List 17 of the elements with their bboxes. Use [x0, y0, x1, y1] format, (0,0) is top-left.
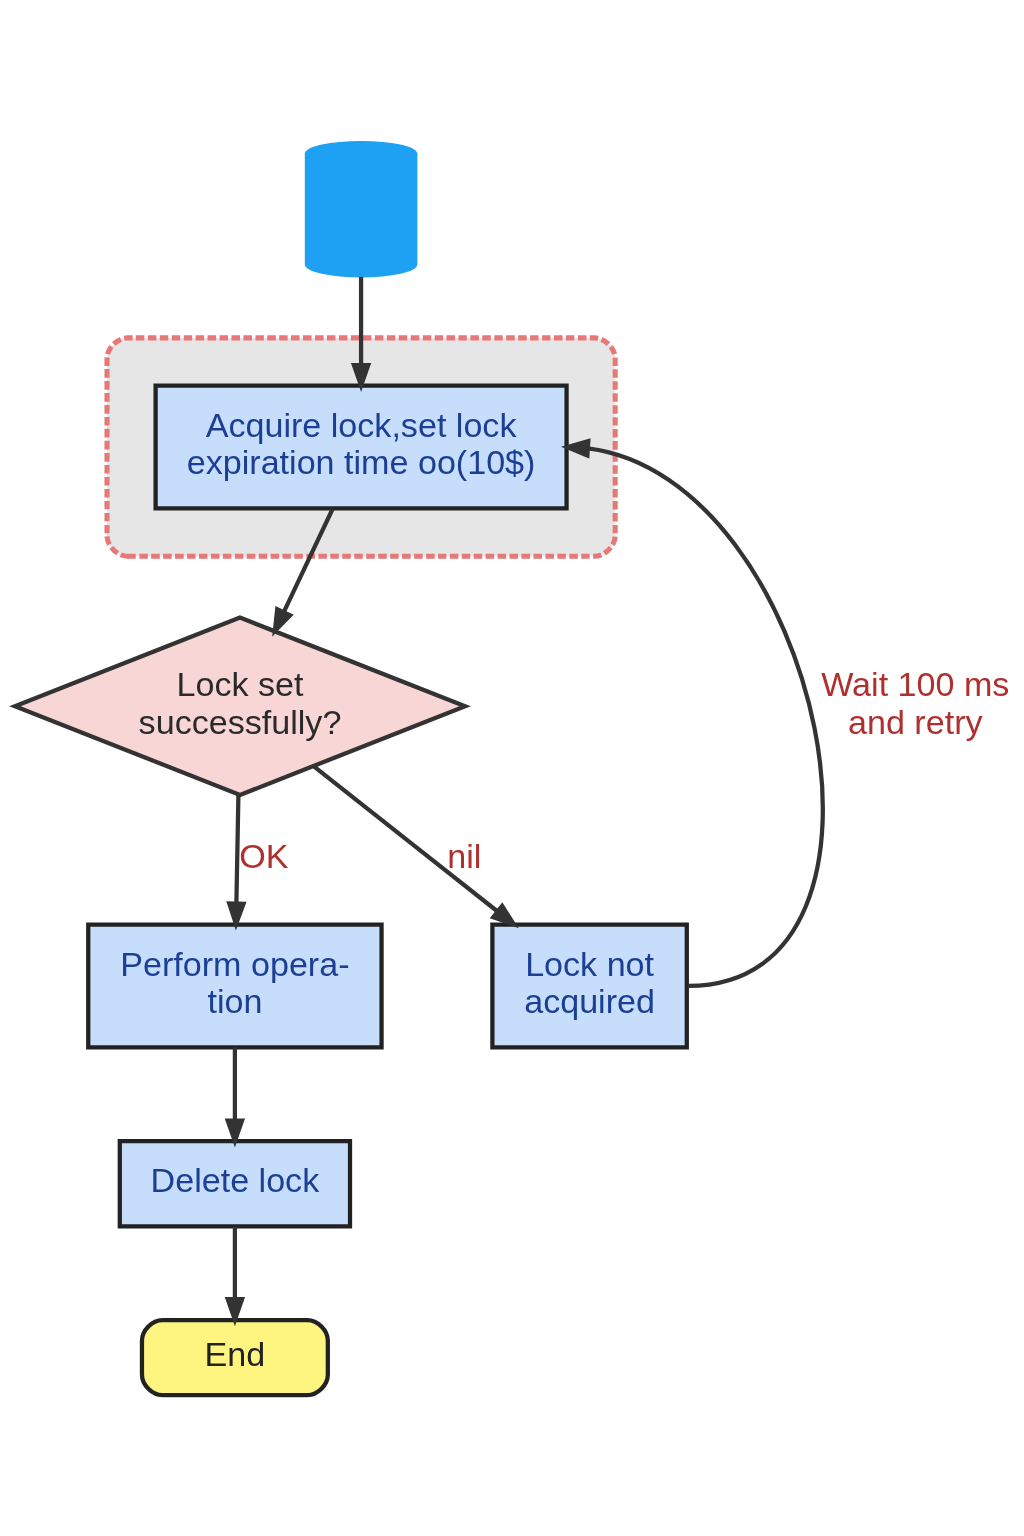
- node-box: Lock not acquired: [490, 921, 689, 1049]
- arrow: [224, 1226, 246, 1326]
- edge-label: nil: [447, 836, 482, 875]
- node-box: Perform opera- tion: [86, 921, 384, 1049]
- arrow: [272, 507, 335, 637]
- arrow: [561, 437, 825, 988]
- node-box: End: [139, 1317, 330, 1397]
- arrow: [312, 764, 519, 928]
- edge-label: OK: [239, 836, 289, 875]
- node-box: Delete lock: [117, 1138, 353, 1228]
- arrow: [226, 794, 247, 931]
- cluster: [104, 334, 618, 559]
- edge-label: Wait 100 ms and retry: [821, 664, 1010, 741]
- node-diamond: Lock set successfully?: [9, 614, 471, 797]
- node-box: Acquire lock,set lock expiration time oo(10$): [153, 383, 569, 511]
- arrow: [224, 1047, 246, 1148]
- arrow: [350, 276, 372, 392]
